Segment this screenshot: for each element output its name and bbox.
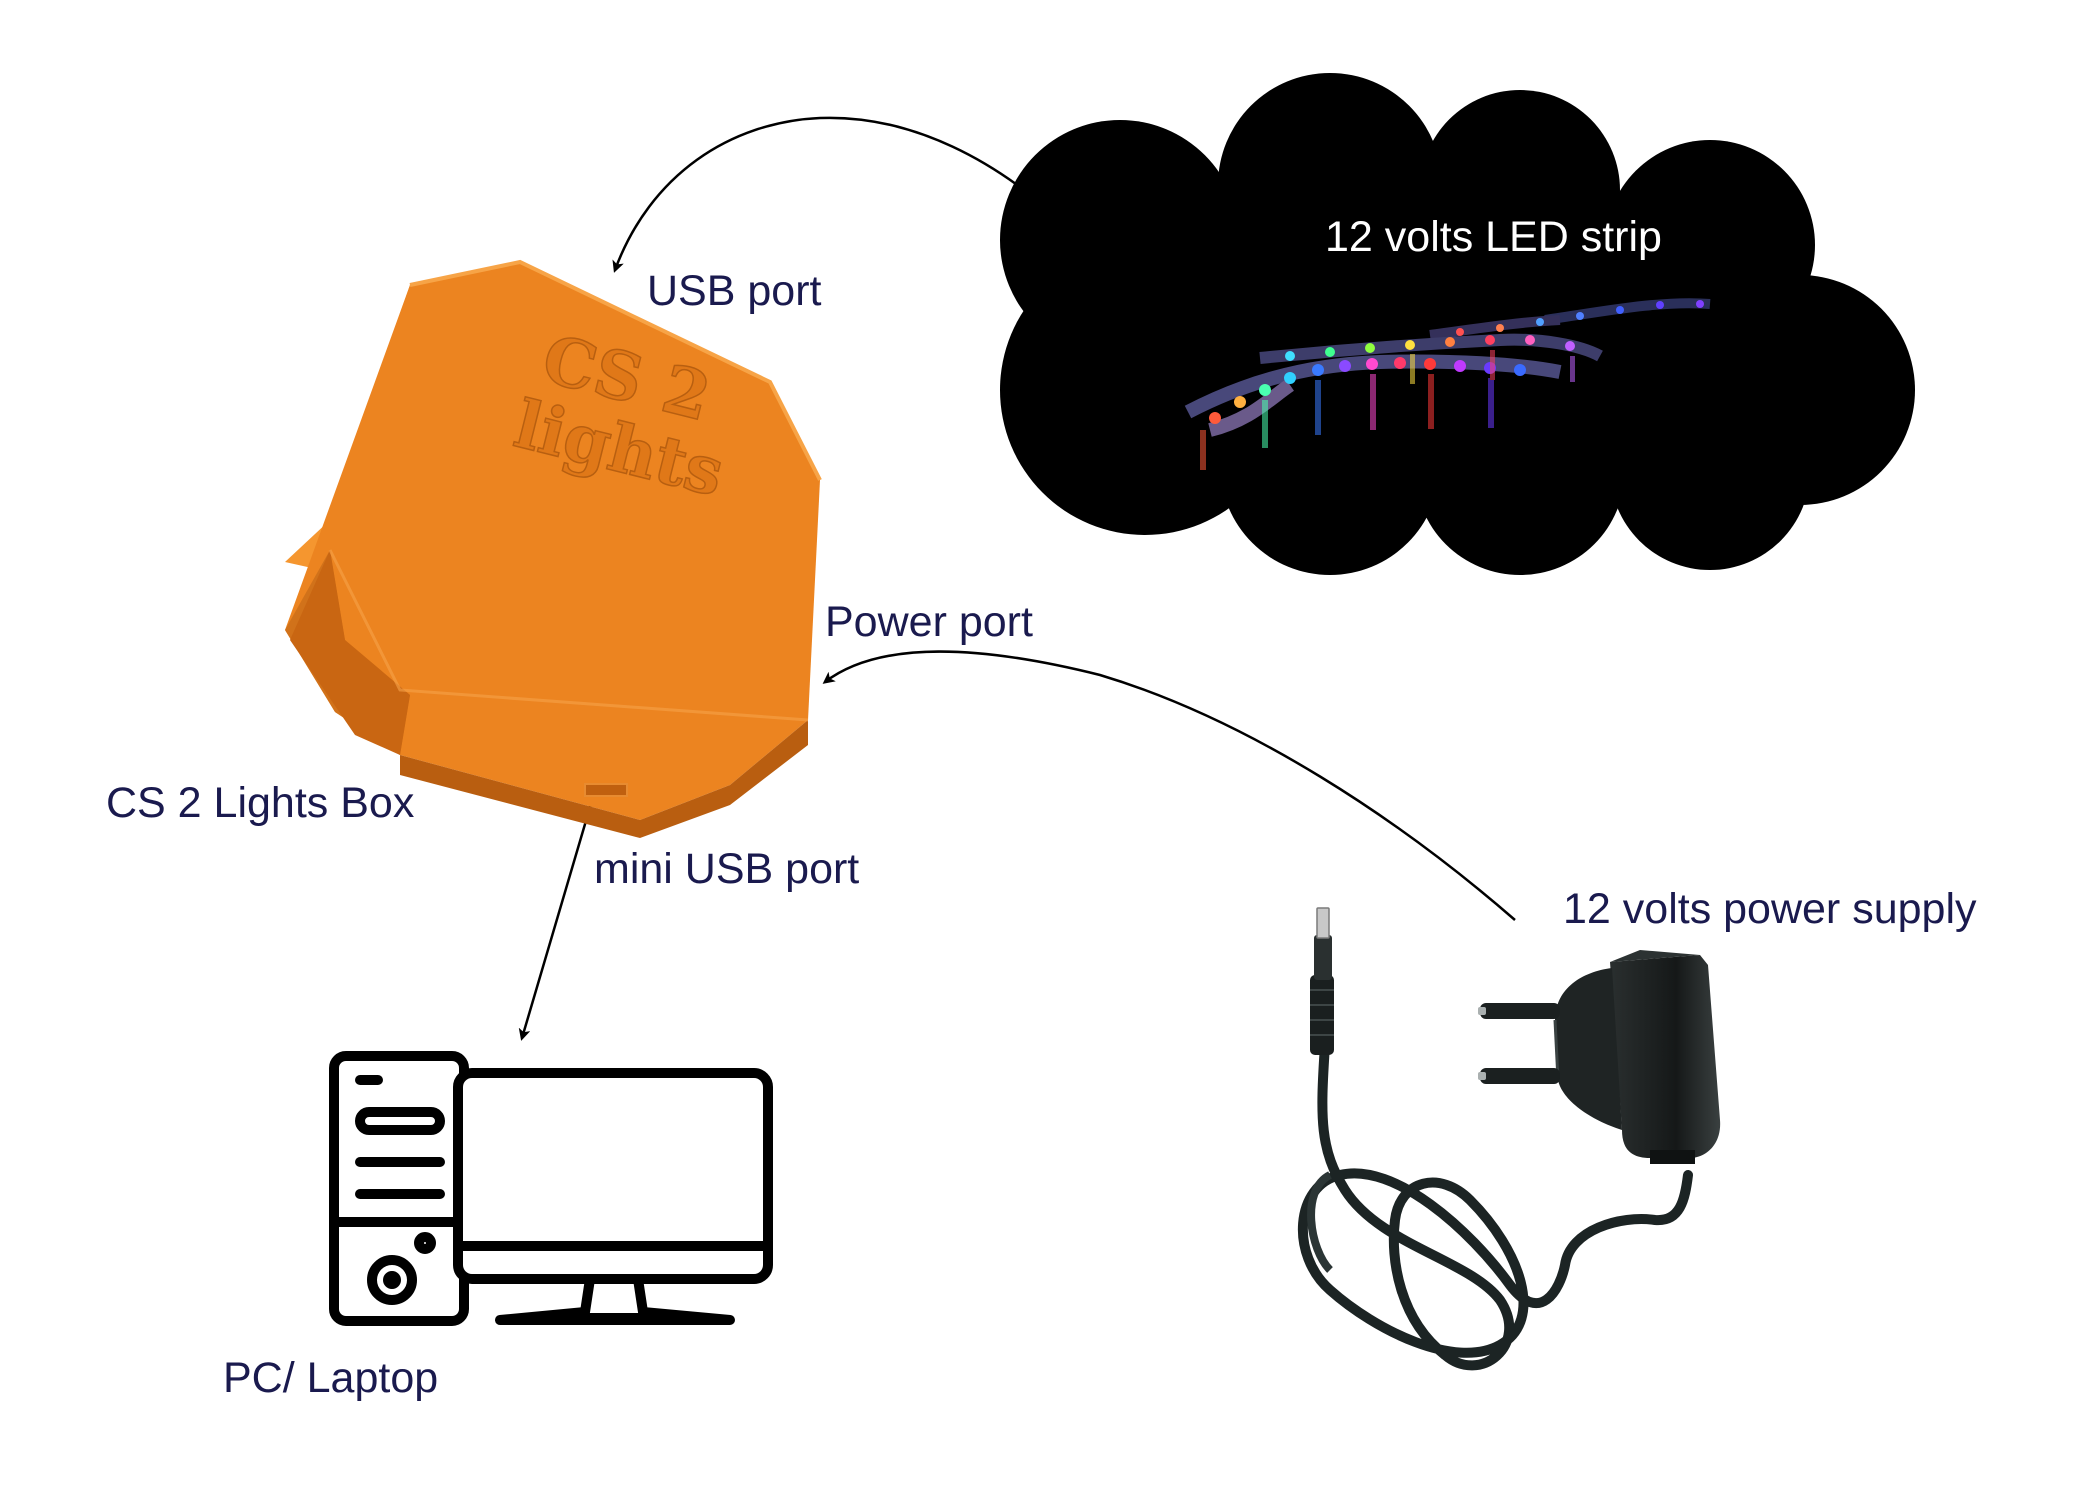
pc-laptop-label: PC/ Laptop (223, 1354, 439, 1402)
desktop-computer-icon (329, 1051, 773, 1326)
mini-usb-port-label: mini USB port (594, 845, 860, 893)
led-strip-cloud (1000, 73, 1915, 575)
mini-usb-to-pc-arrow (518, 796, 595, 1041)
lights-box-label: CS 2 Lights Box (106, 779, 415, 827)
power-adapter-icon (1297, 907, 1721, 1371)
led-strip-icon (1184, 298, 1711, 470)
lights-box-icon: CS 2 lights (285, 259, 822, 838)
power-port-label: Power port (825, 598, 1033, 646)
usb-port-label: USB port (647, 267, 822, 315)
supply-to-power-arrow (822, 650, 1516, 921)
led-to-usb-arrow (612, 116, 1101, 273)
power-supply-label: 12 volts power supply (1563, 885, 1977, 933)
led-strip-label: 12 volts LED strip (1325, 213, 1662, 261)
